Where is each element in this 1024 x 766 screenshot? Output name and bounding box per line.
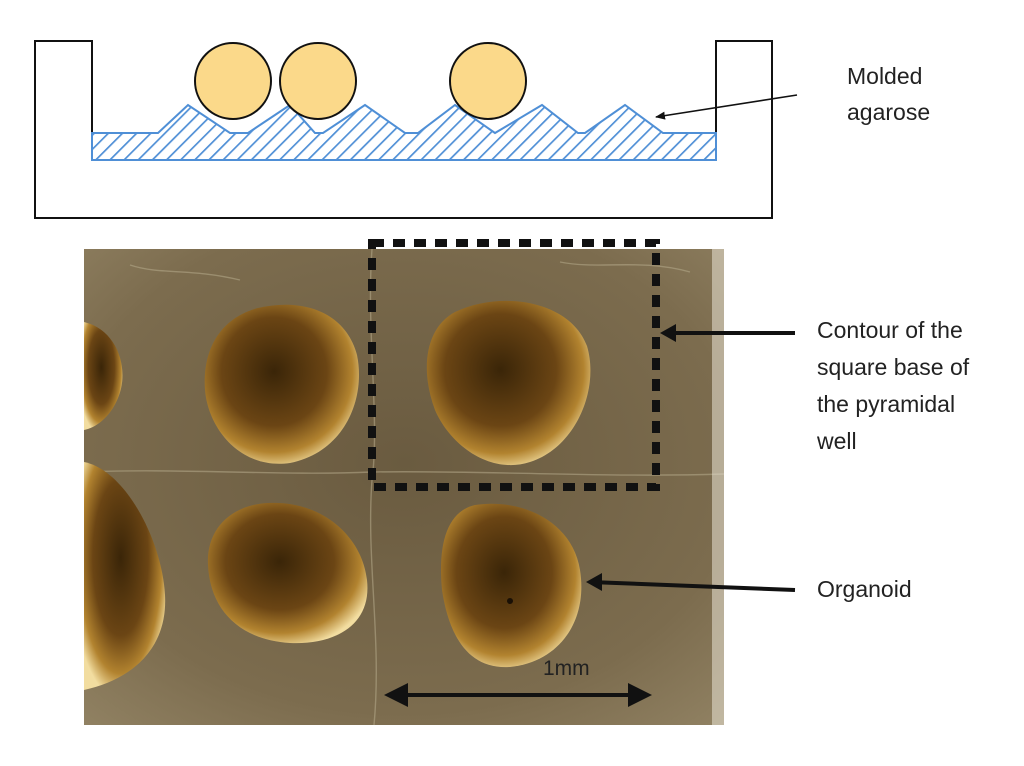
microscope-photo: 1mm xyxy=(83,239,725,726)
scale-bar-label: 1mm xyxy=(543,657,590,680)
organoid-label: Organoid xyxy=(817,576,912,602)
organoid-sphere xyxy=(449,42,527,120)
schematic: Molded agarose xyxy=(34,40,930,219)
organoid xyxy=(84,322,123,430)
contour-label: Contour of the square base of the pyrami… xyxy=(816,317,976,454)
dish-outline xyxy=(34,40,773,219)
organoid-arrow xyxy=(589,580,796,592)
annotations: Contour of the square base of the pyrami… xyxy=(586,317,976,602)
molded-agarose-layer xyxy=(91,103,717,161)
molded-agarose-label: Molded agarose xyxy=(847,63,930,125)
organoid xyxy=(207,502,368,644)
organoid xyxy=(426,300,591,466)
organoid xyxy=(84,462,166,690)
organoid xyxy=(440,503,582,668)
organoid-sphere xyxy=(194,42,272,120)
organoid-sphere xyxy=(279,42,357,120)
well-contour xyxy=(368,239,660,491)
agarose-arrow xyxy=(655,94,798,120)
organoid xyxy=(204,304,360,464)
